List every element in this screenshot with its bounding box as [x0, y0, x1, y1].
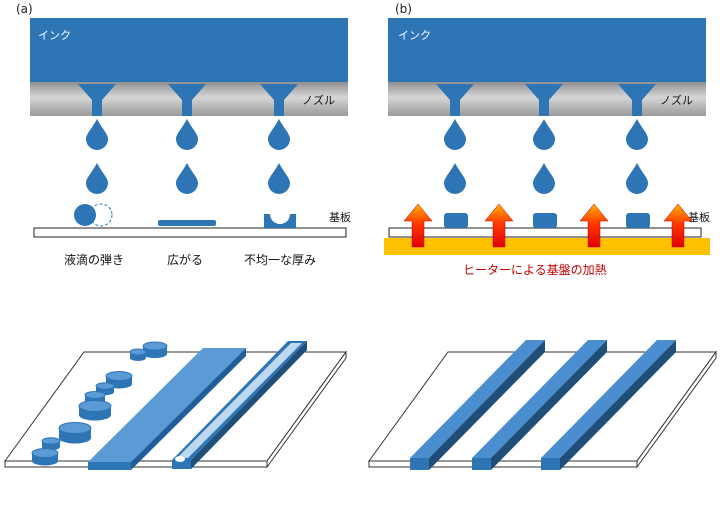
droplet	[176, 163, 198, 194]
substrate-label-b: 基板	[688, 210, 710, 224]
nozzle-label-b: ノズル	[660, 93, 693, 107]
cylinder-drop	[142, 341, 168, 358]
nozzle-label-a: ノズル	[302, 93, 335, 107]
panel-a-label: (a)	[16, 2, 33, 16]
droplet	[86, 163, 108, 194]
substrate-b	[388, 227, 702, 238]
heat-arrow	[579, 203, 609, 248]
nozzle	[260, 84, 298, 116]
uneven-droplet	[264, 214, 296, 228]
bounced-droplet	[74, 204, 96, 226]
heater	[384, 238, 710, 255]
plate-a-3d	[4, 341, 347, 470]
uneven-stripe	[172, 341, 307, 469]
cylinder-drop	[58, 422, 92, 444]
landed-droplet	[626, 213, 650, 228]
uniform-stripe	[410, 340, 545, 470]
cylinder-drop	[129, 348, 147, 361]
droplet	[176, 119, 198, 150]
nozzles-a	[78, 84, 298, 116]
nozzle	[525, 84, 563, 116]
landed-droplet	[533, 213, 557, 228]
ink-label-a: インク	[38, 29, 71, 42]
plate-b-3d	[368, 340, 717, 470]
heat-arrow	[403, 203, 433, 248]
droplets-a	[86, 119, 290, 194]
ink-reservoir-b	[388, 18, 706, 82]
scattered-drops	[31, 341, 168, 466]
uniform-stripe	[541, 340, 676, 470]
substrate-a	[33, 227, 347, 238]
droplet	[268, 163, 290, 194]
droplet	[533, 163, 555, 194]
panel-b-label: (b)	[395, 2, 412, 16]
nozzle	[618, 84, 656, 116]
cylinder-drop	[31, 448, 59, 466]
nozzle	[436, 84, 474, 116]
heat-arrow	[484, 203, 514, 248]
droplet	[626, 163, 648, 194]
ink-label-b: インク	[398, 29, 431, 42]
landed-droplet	[444, 213, 468, 228]
spread-stripe	[88, 348, 246, 470]
caption-uneven: 不均一な厚み	[244, 253, 316, 267]
droplet	[86, 119, 108, 150]
nozzle	[78, 84, 116, 116]
droplets-b	[444, 119, 648, 194]
nozzle	[168, 84, 206, 116]
heat-arrows	[403, 203, 693, 248]
caption-spread: 広がる	[167, 252, 203, 267]
spread-droplet	[158, 220, 216, 226]
heat-arrow	[663, 203, 693, 248]
bounce-trace	[89, 203, 113, 227]
uniform-stripe	[472, 340, 607, 470]
ink-reservoir-a	[30, 18, 348, 82]
droplet	[444, 119, 466, 150]
cylinder-drop	[78, 400, 112, 421]
droplet	[444, 163, 466, 194]
droplet	[533, 119, 555, 150]
heater-caption: ヒーターによる基盤の加熱	[463, 263, 607, 277]
droplet	[626, 119, 648, 150]
nozzles-b	[436, 84, 656, 116]
droplet	[268, 119, 290, 150]
caption-repel: 液滴の弾き	[64, 252, 124, 267]
cylinder-drop	[105, 371, 133, 389]
substrate-label-a: 基板	[329, 210, 351, 224]
